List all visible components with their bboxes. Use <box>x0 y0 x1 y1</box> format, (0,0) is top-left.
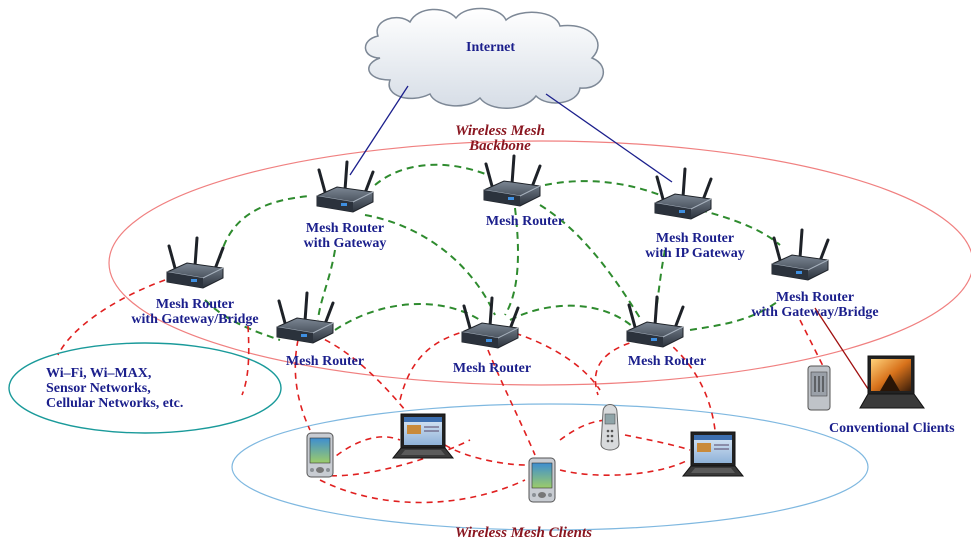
backbone-ellipse <box>108 140 971 386</box>
router-label-line: Mesh Router <box>485 214 565 229</box>
networks-label: Wi–Fi, Wi–MAX, Sensor Networks, Cellular… <box>46 366 183 411</box>
cell-phone-icon <box>600 404 620 451</box>
pda-icon <box>528 457 556 503</box>
router-label-line: Mesh Router <box>655 231 735 246</box>
internet-link-left <box>349 85 409 176</box>
router-label-line: Mesh Router <box>285 354 365 369</box>
internet-label: Internet <box>466 40 515 55</box>
laptop-icon <box>392 413 454 459</box>
networks-label-line: Cellular Networks, etc. <box>46 396 184 411</box>
networks-label-line: Sensor Networks, <box>46 381 151 396</box>
router-label-line: Mesh Router <box>775 290 855 305</box>
networks-label-line: Wi–Fi, Wi–MAX, <box>46 366 152 381</box>
router-icon <box>165 236 225 290</box>
internet-link-right <box>545 93 673 183</box>
router-label-line: with Gateway <box>303 236 387 251</box>
router-icon <box>315 160 375 214</box>
router-label-bottom-left: Mesh Router <box>270 354 380 369</box>
router-label-left-bridge: Mesh Router with Gateway/Bridge <box>120 297 270 327</box>
router-label-line: with Gateway/Bridge <box>751 305 879 320</box>
backbone-label-line1: Wireless Mesh <box>455 123 545 139</box>
router-label-line: Mesh Router <box>627 354 707 369</box>
laptop-icon <box>682 431 744 477</box>
router-label-line: with Gateway/Bridge <box>131 312 259 327</box>
router-icon <box>275 291 335 345</box>
conventional-clients-label: Conventional Clients <box>829 421 955 436</box>
pda-icon <box>306 432 334 478</box>
router-label-right-bridge: Mesh Router with Gateway/Bridge <box>740 290 890 320</box>
router-label-gateway: Mesh Router with Gateway <box>290 221 400 251</box>
router-label-line: Mesh Router <box>305 221 385 236</box>
router-label-bottom-right: Mesh Router <box>612 354 722 369</box>
backbone-label-line2: Backbone <box>469 138 531 154</box>
router-label-line: Mesh Router <box>452 361 532 376</box>
router-icon <box>770 228 830 282</box>
router-label-ip-gateway: Mesh Router with IP Gateway <box>630 231 760 261</box>
clients-ellipse <box>231 403 869 531</box>
conventional-client-link <box>814 307 873 396</box>
laptop-icon <box>859 355 925 409</box>
router-label-bottom-center: Mesh Router <box>437 361 547 376</box>
client-links <box>57 279 827 504</box>
router-icon <box>625 295 685 349</box>
router-label-line: Mesh Router <box>155 297 235 312</box>
router-label-line: with IP Gateway <box>645 246 745 261</box>
backbone-label: Wireless Mesh Backbone <box>440 124 560 154</box>
networks-ellipse <box>8 342 282 434</box>
mesh-clients-label: Wireless Mesh Clients <box>455 525 592 541</box>
router-label-top-center: Mesh Router <box>470 214 580 229</box>
pda-icon <box>807 365 831 411</box>
cloud-icon <box>364 7 604 109</box>
router-icon <box>482 154 542 208</box>
